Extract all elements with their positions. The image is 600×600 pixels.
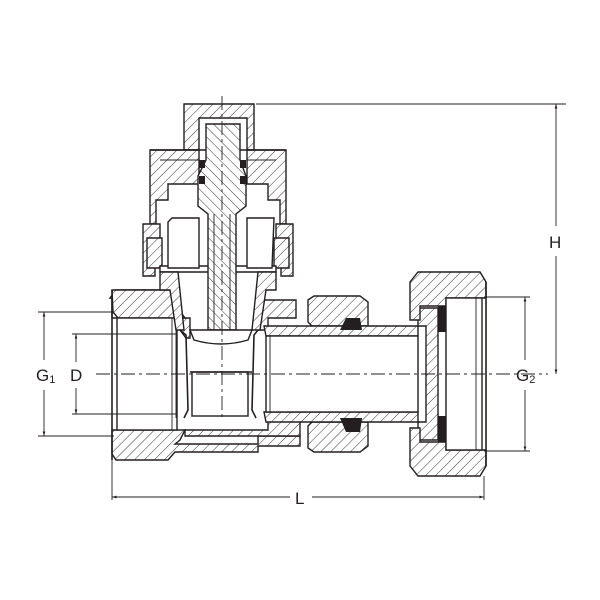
dimension-label-h: H <box>549 233 561 252</box>
dimension-label-l: L <box>295 489 304 508</box>
dimension-g1: G1 <box>36 311 114 437</box>
dimension-g2: G2 <box>484 296 535 452</box>
dimension-label-g2: G2 <box>516 366 535 386</box>
dimension-d: D <box>70 333 176 415</box>
dimension-label-g1: G1 <box>36 366 55 386</box>
dimension-l: L <box>111 460 485 508</box>
dimension-h: H <box>256 103 566 374</box>
centerlines <box>96 96 548 420</box>
dimension-label-d: D <box>70 366 82 385</box>
